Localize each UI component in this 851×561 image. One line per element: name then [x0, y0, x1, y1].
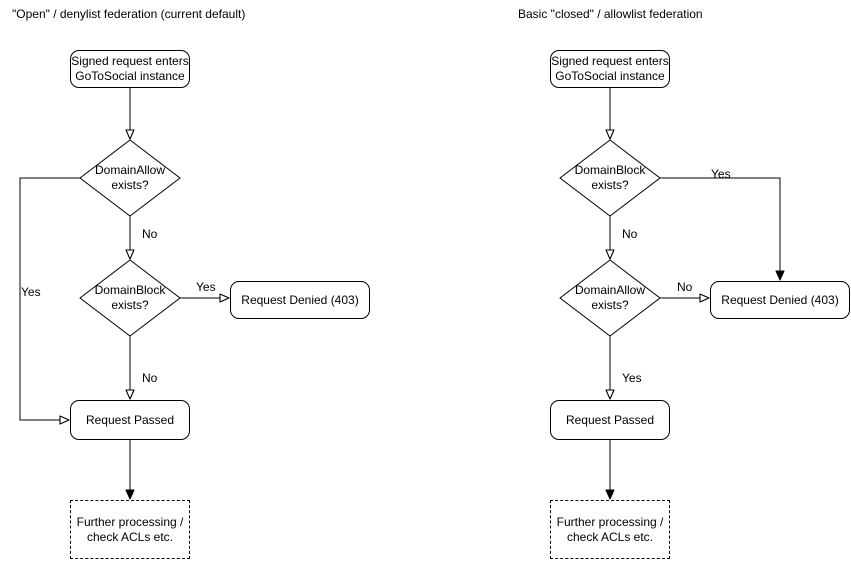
edge-label-right-decision1-no: No	[622, 227, 638, 241]
edge-label-left-decision1-no: No	[142, 227, 158, 241]
start-node-left-label: Signed request enters GoToSocial instanc…	[71, 54, 189, 83]
connector-right-decision1-yes-to-denied	[660, 177, 785, 281]
start-node-right-label: Signed request enters GoToSocial instanc…	[551, 54, 669, 83]
edge-label-left-decision2-no: No	[142, 371, 158, 385]
chart-title-left: "Open" / denylist federation (current de…	[12, 7, 246, 21]
decision-diamond-left-domainblock	[79, 259, 181, 337]
chart-title-right: Basic "closed" / allowlist federation	[518, 7, 703, 21]
connector-left-decision1-yes-to-passed	[19, 177, 80, 425]
start-node-left: Signed request enters GoToSocial instanc…	[70, 50, 190, 88]
denied-node-right-label: Request Denied (403)	[721, 292, 839, 307]
further-node-right-label: Further processing / check ACLs etc.	[556, 514, 664, 544]
edge-label-left-decision2-yes: Yes	[196, 280, 216, 294]
further-node-left: Further processing / check ACLs etc.	[70, 500, 190, 559]
passed-node-left: Request Passed	[70, 400, 190, 440]
decision-diamond-right-domainallow	[559, 259, 661, 337]
denied-node-left: Request Denied (403)	[230, 281, 370, 319]
start-node-right: Signed request enters GoToSocial instanc…	[550, 50, 670, 88]
decision-diamond-right-domainblock	[559, 139, 661, 217]
passed-node-right: Request Passed	[550, 400, 670, 440]
passed-node-left-label: Request Passed	[85, 412, 175, 427]
denied-node-right: Request Denied (403)	[710, 281, 850, 319]
passed-node-right-label: Request Passed	[565, 412, 655, 427]
edge-label-right-decision2-no: No	[677, 280, 693, 294]
edge-label-left-decision1-yes: Yes	[21, 285, 41, 299]
edge-label-right-decision2-yes: Yes	[622, 371, 642, 385]
denied-node-left-label: Request Denied (403)	[241, 292, 359, 307]
further-node-right: Further processing / check ACLs etc.	[550, 500, 670, 559]
further-node-left-label: Further processing / check ACLs etc.	[76, 514, 184, 544]
decision-diamond-left-domainallow	[79, 139, 181, 217]
edge-label-right-decision1-yes: Yes	[711, 167, 731, 181]
